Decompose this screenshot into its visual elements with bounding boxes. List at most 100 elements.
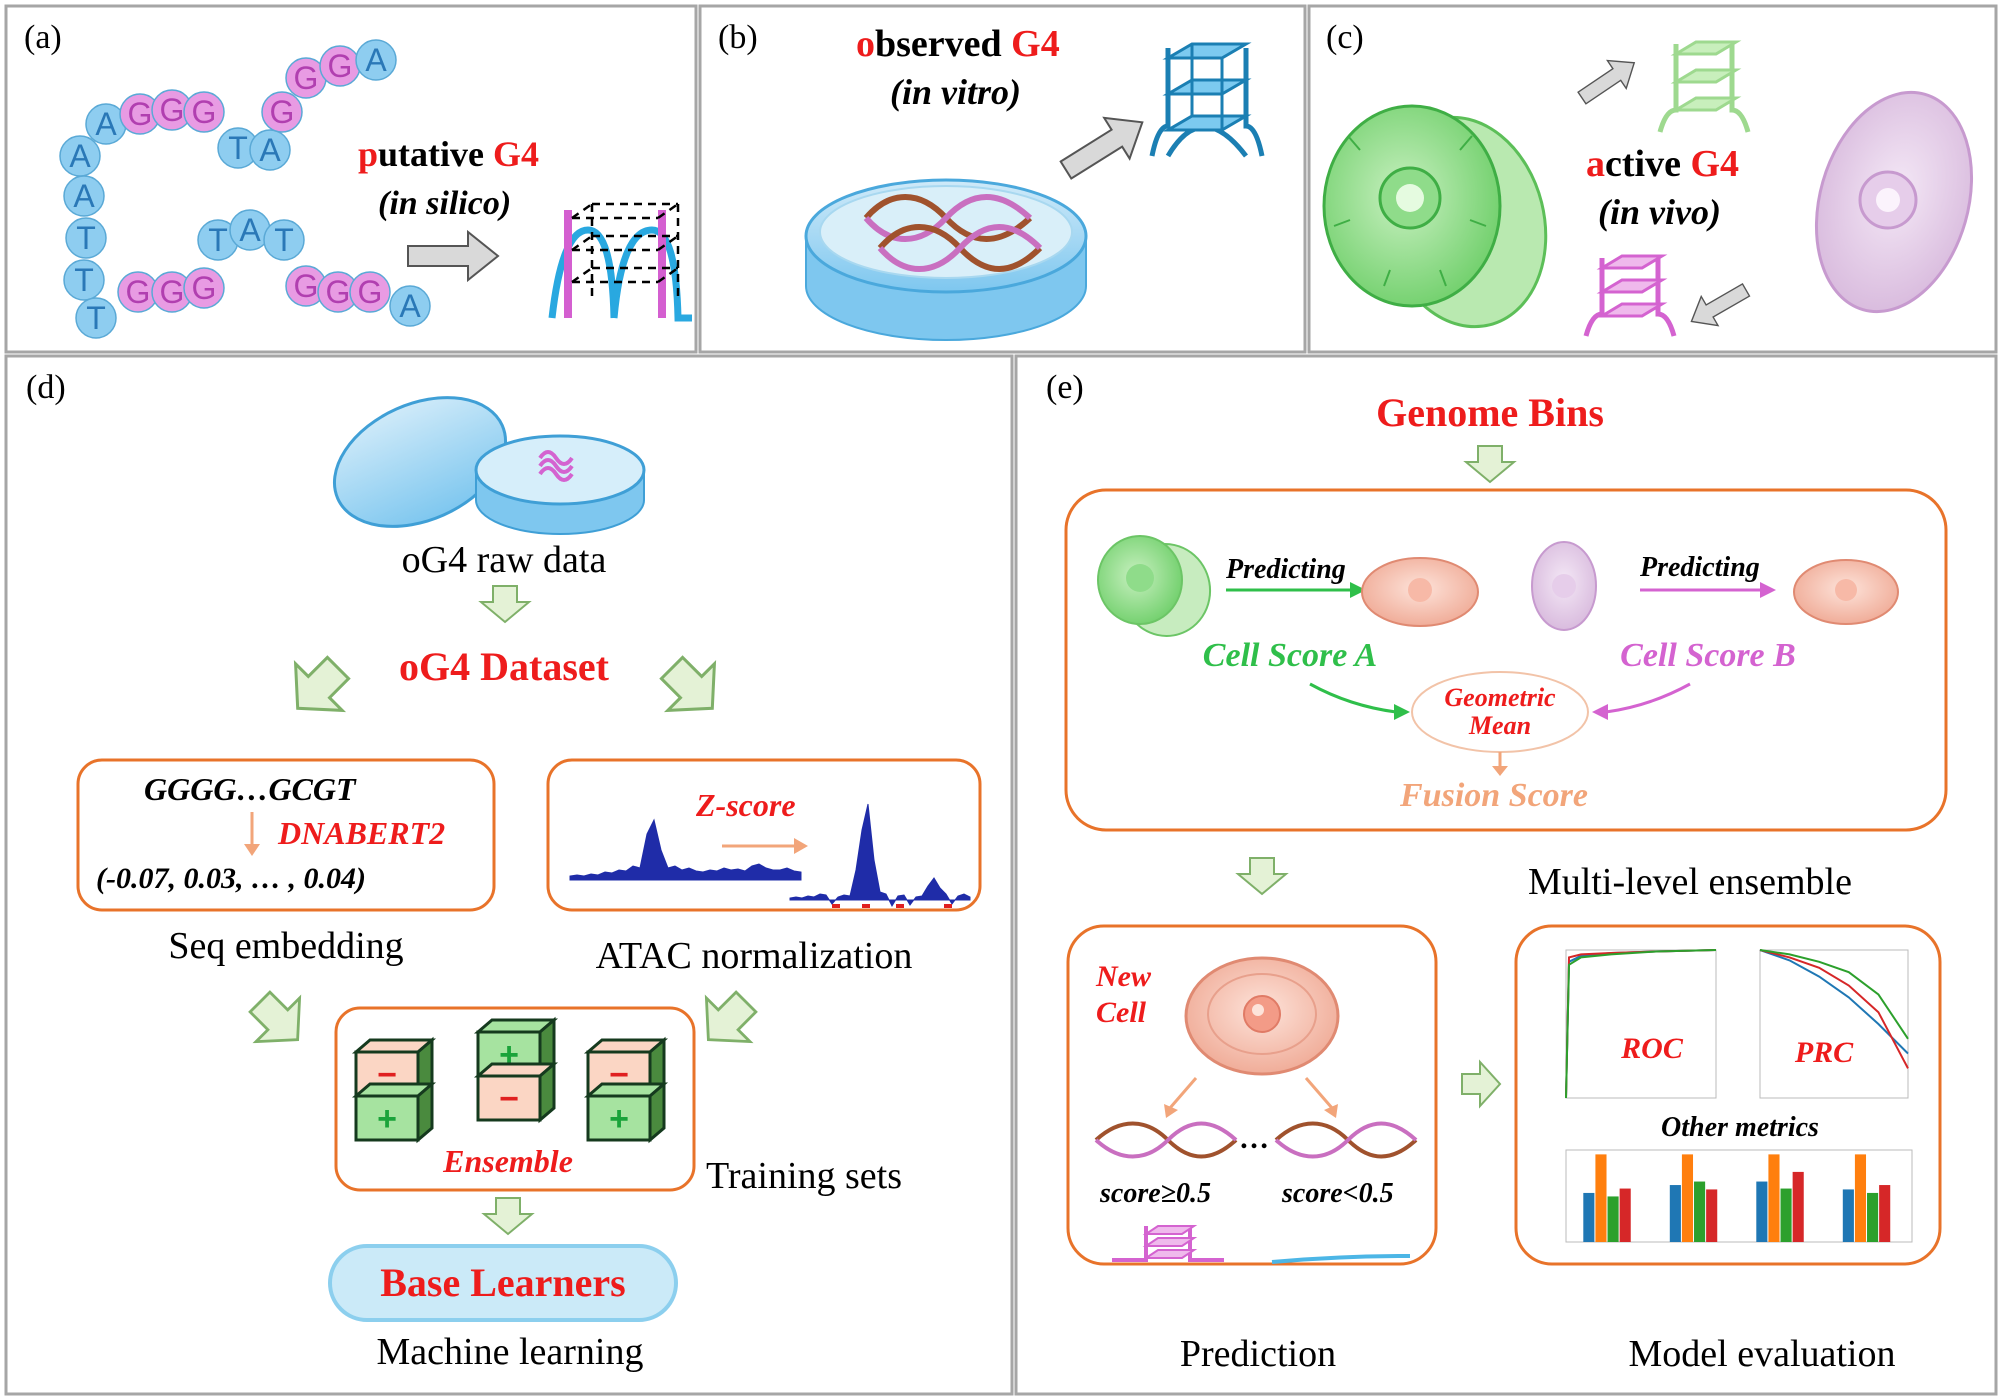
score-low: score<0.5	[1281, 1178, 1394, 1209]
fusion-score: Fusion Score	[1399, 777, 1588, 814]
bar-1-1	[1681, 1154, 1694, 1242]
nucleotide-bottom-label-0: G	[126, 274, 151, 310]
cell-score-b: Cell Score B	[1620, 637, 1796, 674]
nucleotide-bottom-label-7: G	[326, 274, 351, 310]
petri-dish-open-icon	[332, 396, 646, 535]
nucleotide-left-4	[75, 297, 117, 339]
bar-3-1	[1854, 1154, 1867, 1242]
bar-0-0	[1583, 1192, 1595, 1242]
panel-b-title: observed G4	[856, 23, 1060, 65]
prediction-caption: Prediction	[1180, 1333, 1336, 1375]
panel-a-label: (a)	[24, 19, 62, 56]
zscore-label: Z-score	[695, 787, 796, 823]
new-cell-line1: New	[1095, 960, 1152, 993]
pink-cell-icon	[1814, 90, 1974, 314]
panel-d-label: (d)	[26, 369, 66, 406]
vector-text: (-0.07, 0.03, … , 0.04)	[96, 862, 366, 895]
prc-frame	[1759, 949, 1909, 1099]
small-red-cell-icon-a	[1361, 557, 1479, 627]
seq-embedding-caption: Seq embedding	[168, 925, 403, 967]
nucleotide-top-label-3: G	[192, 94, 217, 130]
bar-1-3	[1706, 1189, 1718, 1242]
bar-3-3	[1879, 1185, 1891, 1242]
panel-c-label: (c)	[1326, 19, 1364, 56]
nucleotide-top-6	[261, 91, 303, 133]
nucleotide-top-9	[355, 39, 397, 81]
geometric-mean-line2: Mean	[1468, 711, 1531, 740]
nucleotide-left-1	[63, 175, 105, 217]
cube-sign-2-1: +	[609, 1100, 629, 1138]
bar-1-2	[1694, 1181, 1706, 1242]
geometric-mean-line1: Geometric	[1444, 683, 1556, 712]
panel-e-frame	[1014, 354, 1998, 1396]
green-cell-icon	[1322, 104, 1548, 329]
cube-side-0-1	[416, 1080, 434, 1144]
multi-level-caption: Multi-level ensemble	[1528, 861, 1852, 903]
base-learners-pill	[328, 1244, 678, 1322]
panel-a-title: putative G4	[358, 134, 539, 174]
bar-3-2	[1867, 1192, 1879, 1242]
nucleotide-bottom-label-9: A	[399, 288, 421, 324]
panel-e: (e) Genome Bins Predicting Cell Score A …	[1046, 369, 1948, 1375]
nucleotide-bottom-label-8: G	[358, 274, 383, 310]
model-name: DNABERT2	[277, 815, 445, 851]
g4-quadruplex-icon	[548, 202, 692, 322]
nucleotide-left-3	[63, 259, 105, 301]
panel-a-frame	[4, 4, 698, 354]
nucleotide-left-label-3: T	[74, 262, 94, 298]
nucleotide-bottom-9	[389, 285, 431, 327]
g4-quadruplex-pink-icon	[1583, 254, 1677, 337]
prc-chart	[1759, 949, 1909, 1099]
nucleotide-top-label-1: G	[128, 96, 153, 132]
raw-data-caption: oG4 raw data	[402, 539, 607, 581]
cube-face-1-1	[476, 1074, 542, 1122]
nucleotide-top-5	[249, 129, 291, 171]
panel-b-label: (b)	[718, 19, 758, 56]
training-cubes: −++−−+	[351, 1016, 669, 1144]
prc-series-2	[1759, 949, 1909, 1040]
model-eval-caption: Model evaluation	[1629, 1333, 1896, 1375]
bar-3-0	[1842, 1189, 1854, 1242]
cube-side-2-1	[648, 1080, 666, 1144]
panel-c-subtitle: (in vivo)	[1598, 192, 1721, 232]
metrics-bar-chart	[1565, 1149, 1913, 1243]
nucleotide-bottom-label-3: T	[208, 222, 228, 258]
dna-strand-high	[1094, 1121, 1238, 1159]
bar-2-2	[1780, 1188, 1792, 1242]
atac-negative-1	[862, 904, 870, 908]
small-green-cell-icon	[1097, 535, 1212, 637]
nucleotide-top-3	[183, 91, 225, 133]
panel-c: (c) active G4 (in vivo)	[1322, 19, 1974, 337]
atac-negative-3	[944, 904, 952, 908]
dna-helix-icon	[863, 194, 1043, 272]
small-pink-cell-icon	[1531, 541, 1597, 631]
nucleotide-top-label-8: G	[328, 48, 353, 84]
roc-chart	[1565, 949, 1717, 1099]
predicting-b-label: Predicting	[1639, 552, 1760, 583]
nucleotide-top-label-5: A	[259, 132, 281, 168]
dataset-title: oG4 Dataset	[399, 644, 610, 689]
nucleotide-left-label-1: A	[73, 178, 95, 214]
prediction-box	[1066, 924, 1438, 1266]
g4-folded-icon	[1112, 1225, 1224, 1262]
roc-series-2	[1565, 949, 1717, 1099]
arrow-up-right-icon	[1052, 100, 1157, 192]
arrow-up-right-icon-c	[1571, 48, 1645, 113]
cube-side-1-1	[538, 1060, 556, 1124]
panel-e-label: (e)	[1046, 369, 1084, 406]
nucleotide-bottom-label-1: G	[160, 274, 185, 310]
arrow-down-left-icon-d	[272, 643, 363, 734]
linear-dna-icon	[1271, 1254, 1411, 1264]
dna-strand-low	[1274, 1121, 1418, 1159]
seq-embedding-box	[76, 758, 496, 912]
nucleotide-bottom-label-2: G	[192, 270, 217, 306]
roc-label: ROC	[1620, 1032, 1684, 1065]
cube-sign-0-1: +	[377, 1100, 397, 1138]
nucleotide-left-label-4: T	[86, 300, 106, 336]
roc-frame	[1565, 949, 1717, 1099]
arrow-to-ensemble-left	[236, 978, 321, 1063]
prc-series-1	[1759, 949, 1909, 1069]
small-red-cell-icon-b	[1793, 559, 1899, 625]
